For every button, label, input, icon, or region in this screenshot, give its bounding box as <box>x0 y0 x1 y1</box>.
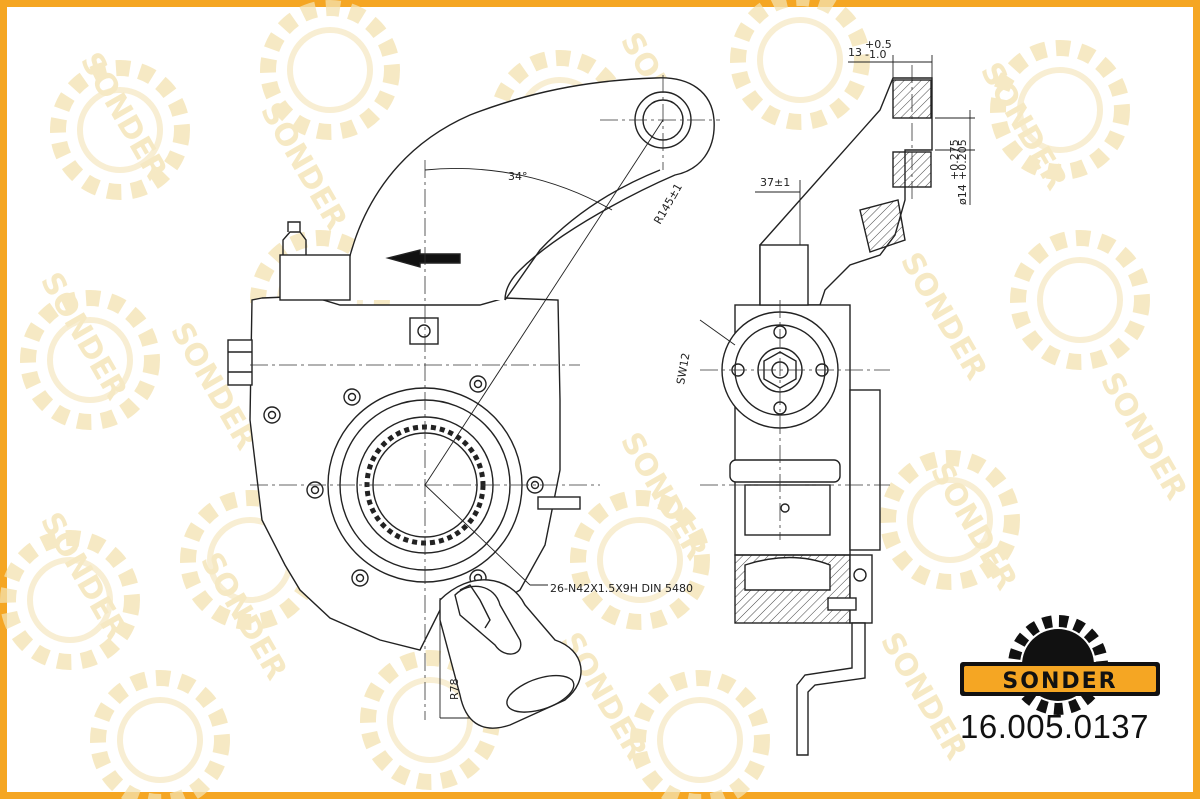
radius-long-label: R145±1 <box>651 181 685 226</box>
radius-short-label: R78 <box>448 678 461 700</box>
direction-arrow-icon <box>385 249 461 268</box>
lever-slot-upper <box>454 585 522 655</box>
wrench-size-label: SW12 <box>674 352 692 386</box>
sonder-logo: SONDER <box>960 615 1160 715</box>
upper-arm <box>341 77 715 301</box>
spline-spec-label: 26-N42X1.5X9H DIN 5480 <box>550 582 693 595</box>
grease-box <box>279 254 351 301</box>
offset-label: 37±1 <box>760 176 790 189</box>
watermark-text: SONDER <box>973 57 1074 196</box>
grease-nipple-icon <box>282 231 307 255</box>
width-tol-lower: -1.0 <box>865 48 886 61</box>
watermark-text: SONDER <box>613 427 714 566</box>
width-tol-upper: +0.5 <box>865 38 892 51</box>
side-view-centerlines <box>700 65 913 540</box>
watermark-text: SONDER <box>163 317 264 456</box>
width-label: 13 <box>848 46 862 59</box>
watermark-text: SONDER <box>1093 367 1194 506</box>
bore-tol-upper: +0.275 <box>948 139 961 180</box>
lever-slot-lower <box>506 674 575 713</box>
mounting-bracket <box>796 622 866 756</box>
watermark-text: SONDER <box>893 247 994 386</box>
logo-text: SONDER <box>1002 669 1117 694</box>
watermark-text: SONDER <box>873 627 974 766</box>
angle-label: 34° <box>508 170 528 183</box>
watermark-text: SONDER <box>193 547 294 686</box>
side-view-dimension-lines <box>699 55 975 346</box>
rivet-group <box>263 375 544 587</box>
bore-tol-lower: +0.205 <box>956 139 969 180</box>
front-view-dimension-lines <box>424 119 664 719</box>
hex-nut <box>227 339 253 386</box>
bore-label: ø14 <box>956 184 969 205</box>
part-number: 16.005.0137 <box>960 708 1150 745</box>
